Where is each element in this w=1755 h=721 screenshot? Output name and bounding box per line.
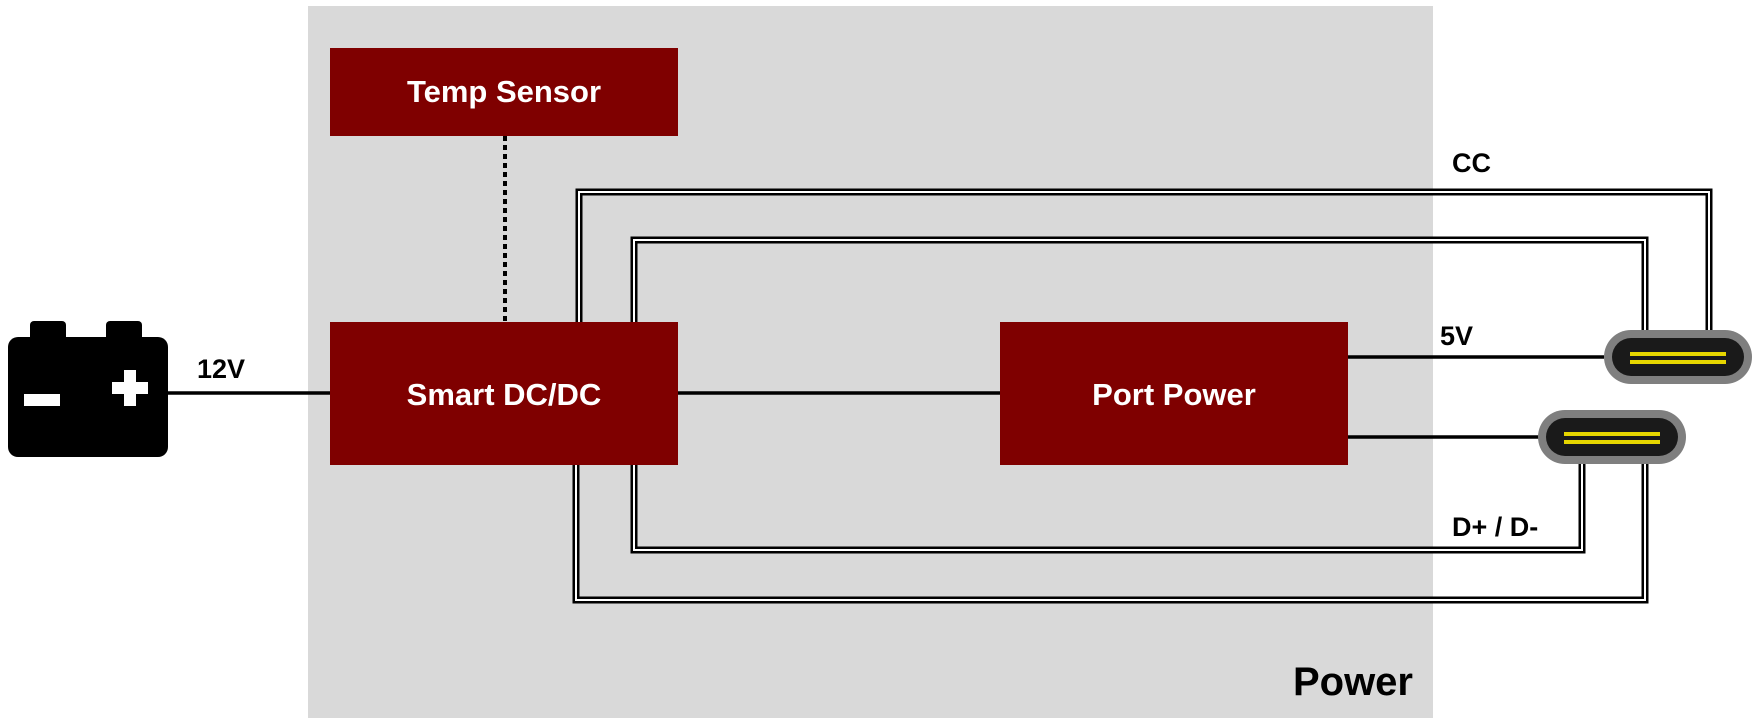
smart-dcdc-label: Smart DC/DC	[407, 377, 602, 412]
battery-icon	[8, 321, 168, 457]
bus-cc-inner	[630, 236, 1649, 336]
bus-data-outer	[572, 460, 1649, 604]
temp-sensor-block: Temp Sensor	[330, 48, 678, 136]
temp-sensor-label: Temp Sensor	[407, 74, 601, 109]
port-power-block: Port Power	[1000, 322, 1348, 465]
label-12v: 12V	[197, 354, 245, 384]
port-power-label: Port Power	[1092, 377, 1256, 412]
bus-cc-outer	[575, 188, 1713, 336]
usb-c-connector-icon	[1538, 410, 1686, 464]
smart-dcdc-block: Smart DC/DC	[330, 322, 678, 465]
label-5v: 5V	[1440, 321, 1473, 351]
label-data: D+ / D-	[1452, 512, 1538, 542]
bus-data-inner	[630, 460, 1586, 554]
usb-c-connector-icon	[1604, 330, 1752, 384]
label-cc: CC	[1452, 148, 1491, 178]
power-region-label: Power	[1293, 660, 1413, 704]
